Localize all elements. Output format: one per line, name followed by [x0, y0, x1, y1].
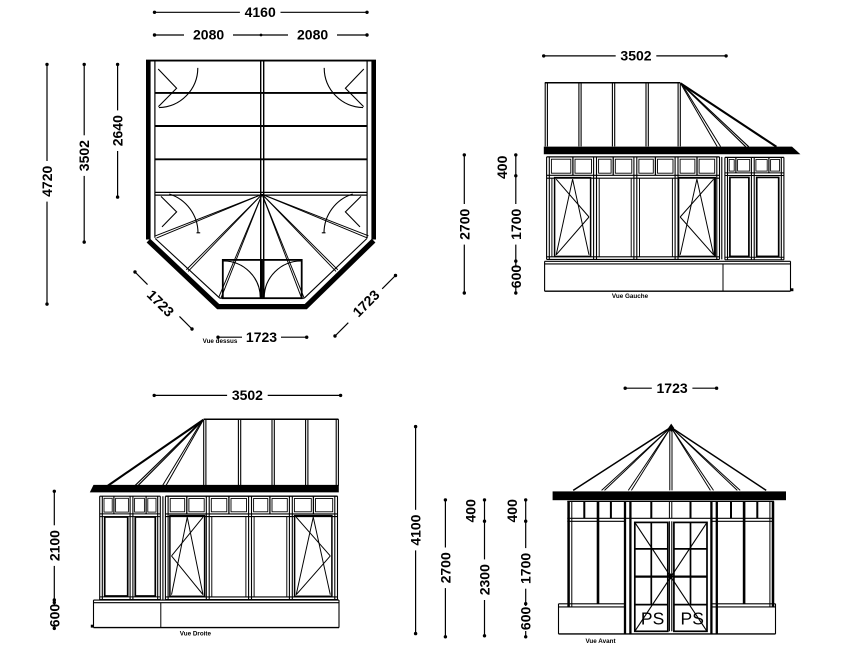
- svg-text:1700: 1700: [518, 553, 534, 584]
- svg-text:2700: 2700: [456, 209, 472, 240]
- svg-text:400: 400: [462, 499, 478, 523]
- svg-text:2080: 2080: [297, 27, 328, 43]
- svg-text:PS: PS: [681, 609, 704, 629]
- svg-text:Vue Droite: Vue Droite: [180, 631, 212, 638]
- svg-text:4100: 4100: [408, 514, 424, 545]
- svg-text:2300: 2300: [477, 564, 493, 595]
- svg-text:1700: 1700: [508, 209, 524, 240]
- svg-text:2100: 2100: [46, 530, 62, 561]
- svg-text:4720: 4720: [39, 166, 55, 197]
- svg-text:Vue dessus: Vue dessus: [203, 338, 238, 345]
- svg-text:600: 600: [518, 607, 534, 631]
- svg-text:PS: PS: [641, 609, 664, 629]
- svg-text:1723: 1723: [246, 329, 277, 345]
- svg-text:1723: 1723: [657, 380, 688, 396]
- svg-text:Vue Gauche: Vue Gauche: [612, 293, 649, 300]
- svg-text:3502: 3502: [620, 48, 651, 64]
- svg-text:400: 400: [494, 155, 510, 179]
- svg-text:3502: 3502: [232, 387, 263, 403]
- svg-text:600: 600: [46, 604, 62, 628]
- svg-text:4160: 4160: [245, 4, 276, 20]
- svg-text:600: 600: [508, 265, 524, 289]
- svg-text:2700: 2700: [437, 552, 453, 583]
- svg-text:Vue Avant: Vue Avant: [585, 638, 616, 645]
- svg-text:2640: 2640: [110, 115, 126, 146]
- svg-text:400: 400: [504, 499, 520, 523]
- svg-text:2080: 2080: [193, 27, 224, 43]
- svg-text:3502: 3502: [76, 140, 92, 171]
